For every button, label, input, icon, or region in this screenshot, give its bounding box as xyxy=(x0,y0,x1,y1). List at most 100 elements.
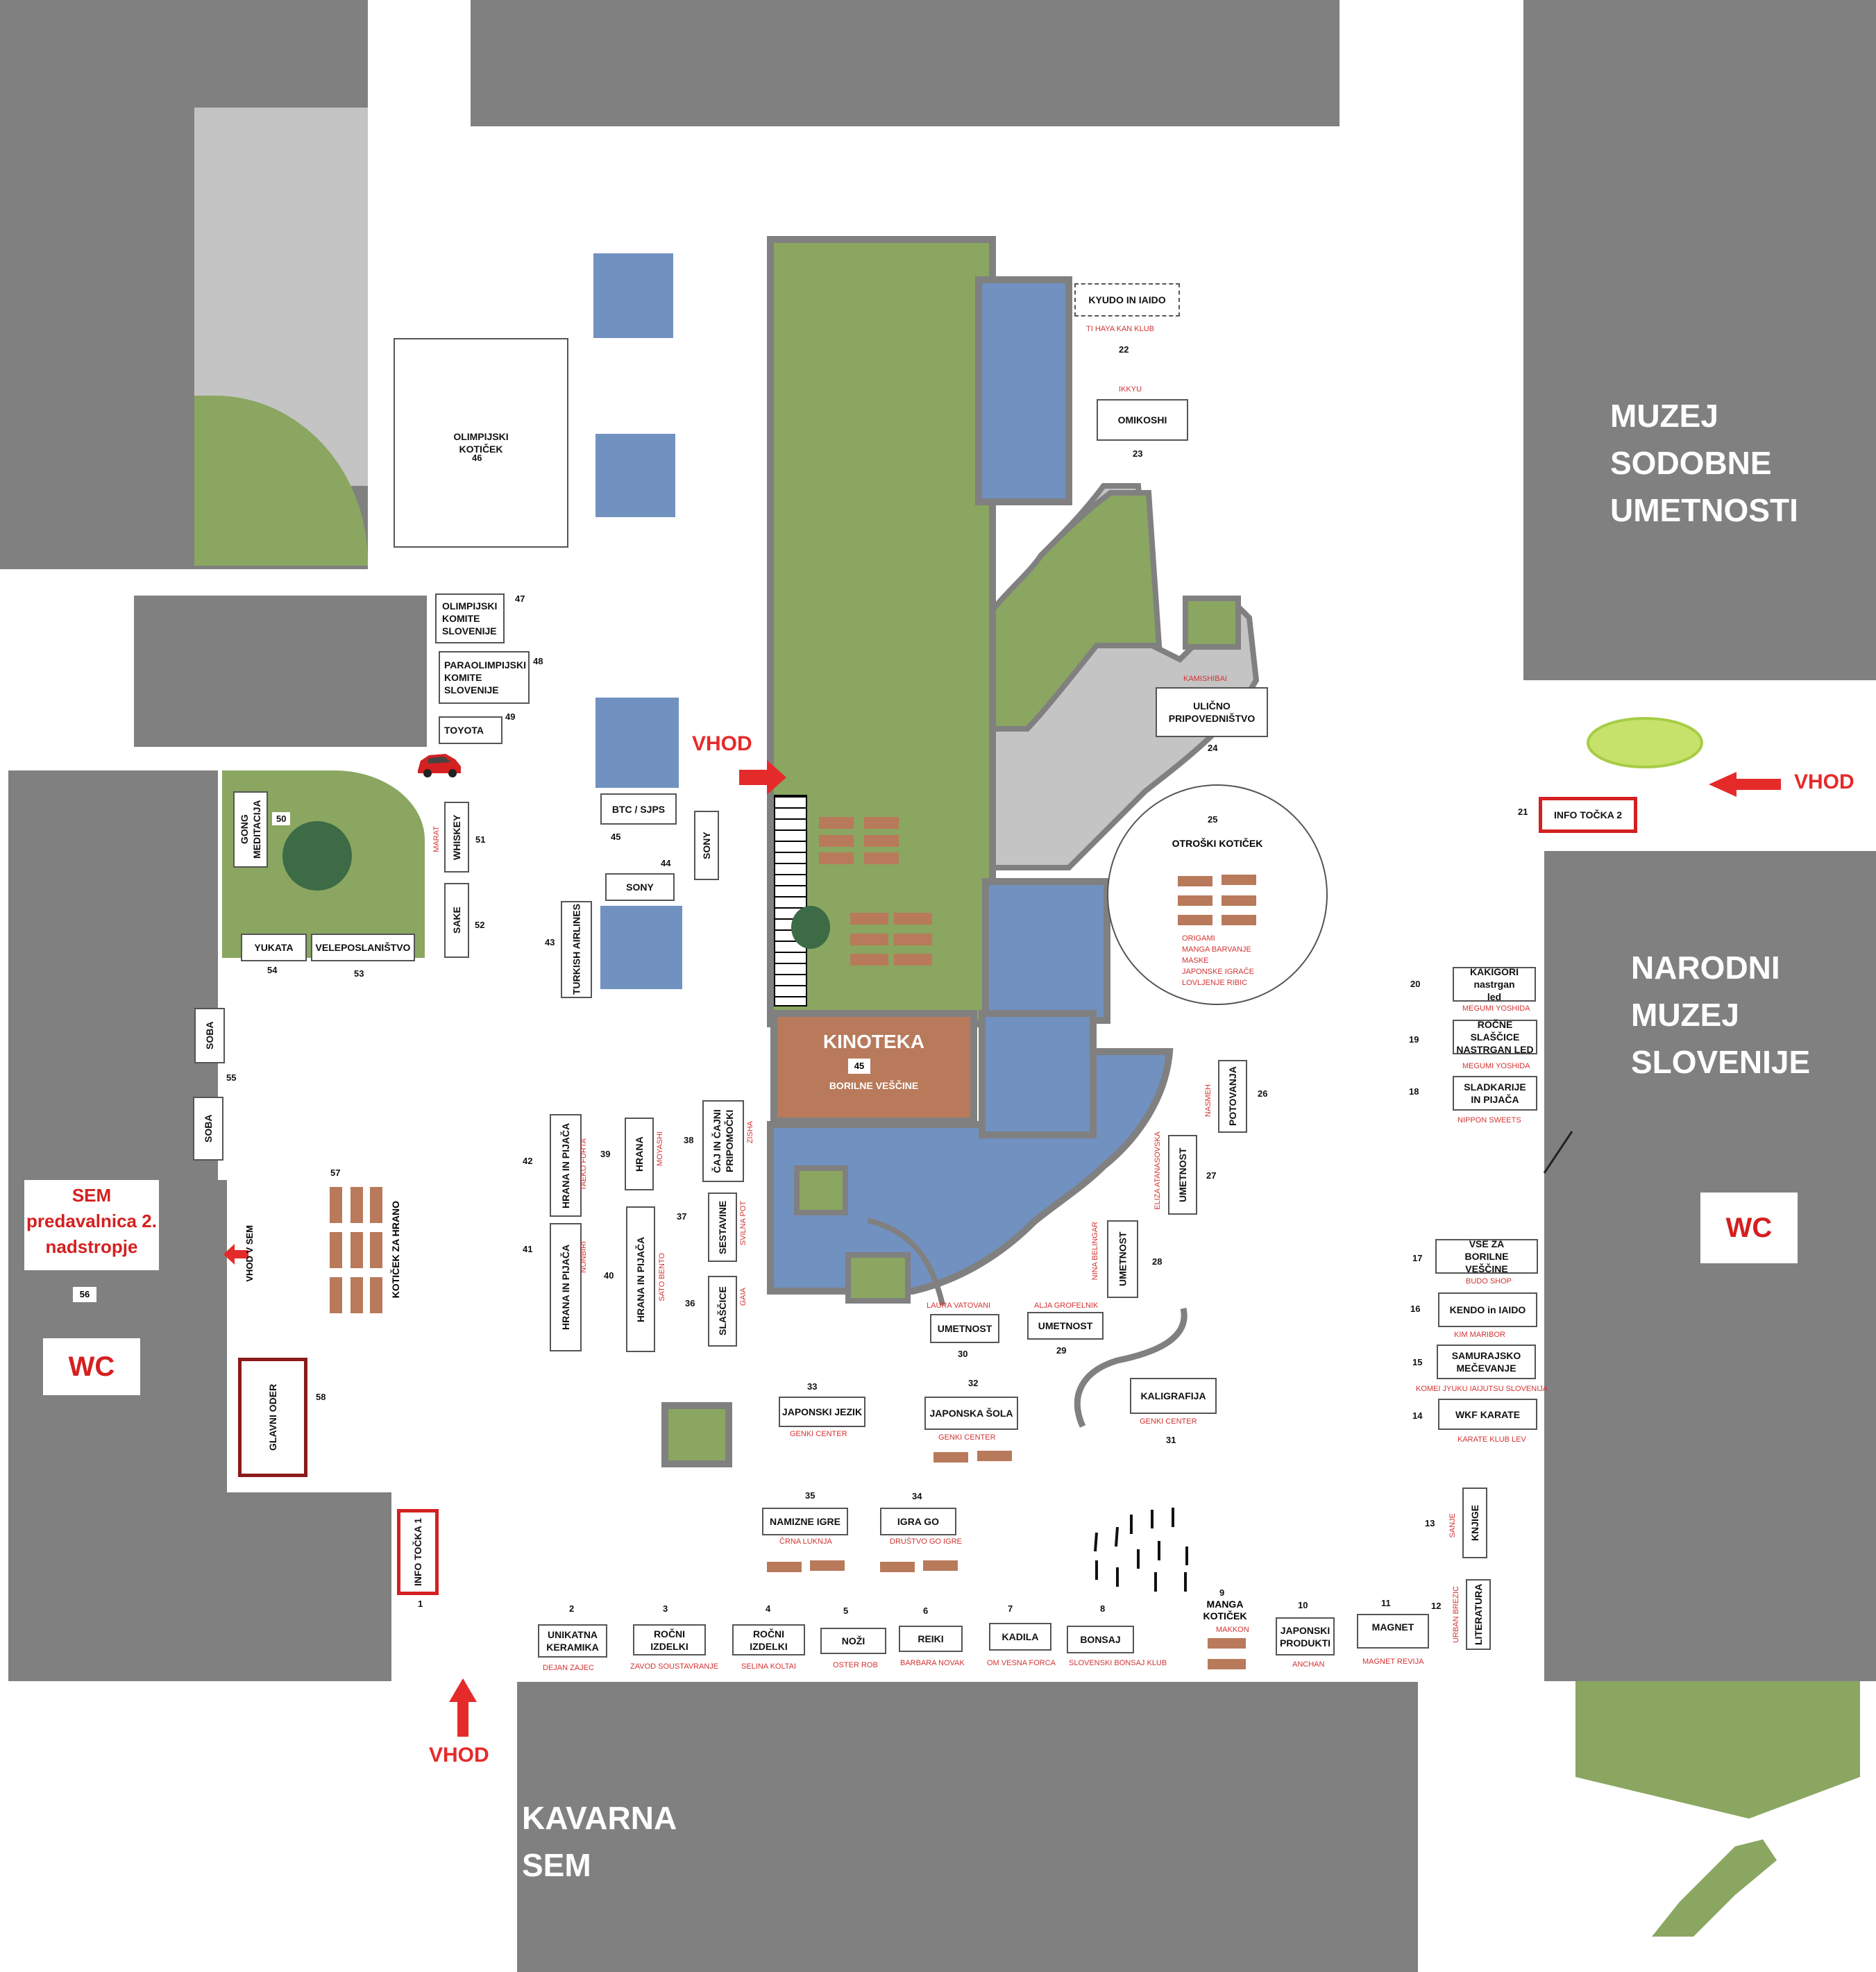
bench xyxy=(767,1562,802,1572)
bench xyxy=(1222,915,1256,925)
stand-19-sponsor: MEGUMI YOSHIDA xyxy=(1462,1062,1530,1070)
info-point-1[interactable]: INFO TOČKA 1 xyxy=(397,1509,439,1595)
stand-13-sponsor: SANJE xyxy=(1448,1513,1457,1538)
stand-17-sponsor: BUDO SHOP xyxy=(1466,1277,1512,1286)
stand-34[interactable]: IGRA GO xyxy=(880,1508,956,1535)
stand-38[interactable]: ČAJ IN ČAJNI PRIPOMOČKI xyxy=(702,1100,744,1182)
stand-29-number: 29 xyxy=(1056,1345,1067,1356)
stand-29[interactable]: UMETNOST xyxy=(1027,1312,1104,1340)
bench xyxy=(370,1232,382,1268)
stand-19[interactable]: ROČNE SLAŠČICE NASTRGAN LED xyxy=(1453,1019,1537,1055)
stand-41-sponsor: NONBIRI xyxy=(580,1241,588,1273)
stand-17[interactable]: VSE ZA BORILNE VEŠČINE xyxy=(1435,1238,1538,1274)
entrance-label-bottom: VHOD xyxy=(429,1744,489,1767)
stand-32[interactable]: JAPONSKA ŠOLA xyxy=(924,1397,1018,1430)
stand-13[interactable]: KNJIGE xyxy=(1462,1488,1487,1558)
info-point-1-number: 1 xyxy=(418,1599,423,1609)
stand-2[interactable]: UNIKATNA KERAMIKA xyxy=(538,1624,607,1658)
bench xyxy=(330,1232,342,1268)
stand-24[interactable]: ULIČNO PRIPOVEDNIŠTVO xyxy=(1156,687,1268,737)
stand-16-number: 16 xyxy=(1410,1304,1421,1314)
stand-30-sponsor: LAURA VATOVANI xyxy=(927,1301,991,1310)
building-left-sem-bottom xyxy=(8,1492,391,1681)
info-point-2[interactable]: INFO TOČKA 2 xyxy=(1539,797,1637,833)
stand-23-number: 23 xyxy=(1133,448,1143,459)
bench xyxy=(350,1187,363,1223)
stand-40-number: 40 xyxy=(604,1270,614,1281)
stand-33[interactable]: JAPONSKI JEZIK xyxy=(779,1397,865,1427)
stand-10-number: 10 xyxy=(1298,1600,1308,1610)
stand-54[interactable]: YUKATA xyxy=(241,934,307,961)
stand-48[interactable]: PARAOLIMPIJSKI KOMITE SLOVENIJE xyxy=(439,651,530,704)
bench xyxy=(1178,895,1212,906)
stand-3[interactable]: ROČNI IZDELKI xyxy=(633,1624,706,1655)
stand-16[interactable]: KENDO in IAIDO xyxy=(1438,1292,1537,1327)
stand-12[interactable]: LITERATURA xyxy=(1466,1579,1491,1650)
stand-26[interactable]: POTOVANJA xyxy=(1218,1060,1247,1133)
stand-28[interactable]: UMETNOST xyxy=(1107,1220,1138,1298)
stand-14-number: 14 xyxy=(1412,1410,1423,1421)
stand-30[interactable]: UMETNOST xyxy=(930,1314,999,1343)
stand-42[interactable]: HRANA IN PIJAČA xyxy=(550,1114,582,1217)
stand-31[interactable]: KALIGRAFIJA xyxy=(1130,1378,1217,1414)
stand-46[interactable]: OLIMPIJSKI KOTIČEK xyxy=(394,338,568,548)
stand-11-number: 11 xyxy=(1381,1598,1391,1608)
stand-28-number: 28 xyxy=(1152,1256,1163,1267)
stand-7-sponsor: OM VESNA FORCA xyxy=(987,1659,1056,1667)
stand-44-sony-2[interactable]: SONY xyxy=(694,811,719,880)
stand-7[interactable]: KADILA xyxy=(989,1623,1051,1651)
building-msu-label: MUZEJ SODOBNE UMETNOSTI xyxy=(1610,398,1798,528)
stand-49[interactable]: TOYOTA xyxy=(439,716,502,744)
stand-55-soba-1[interactable]: SOBA xyxy=(194,1008,225,1063)
stand-53[interactable]: VELEPOSLANIŠTVO xyxy=(311,934,415,961)
bench xyxy=(894,913,932,925)
stand-47[interactable]: OLIMPIJSKI KOMITE SLOVENIJE xyxy=(435,593,505,643)
stand-14[interactable]: WKF KARATE xyxy=(1438,1399,1537,1430)
stand-15[interactable]: SAMURAJSKO MEČEVANJE xyxy=(1437,1345,1536,1379)
stand-54-number: 54 xyxy=(267,965,278,975)
stand-6-number: 6 xyxy=(923,1606,929,1616)
stand-3-sponsor: ZAVOD SOUSTAVRANJE xyxy=(630,1662,719,1671)
stand-18[interactable]: SLADKARIJE IN PIJAČA xyxy=(1453,1076,1537,1111)
stand-4[interactable]: ROČNI IZDELKI xyxy=(732,1624,805,1655)
stand-3-number: 3 xyxy=(663,1603,668,1614)
stand-39[interactable]: HRANA xyxy=(625,1118,654,1190)
stand-40[interactable]: HRANA IN PIJAČA xyxy=(626,1206,655,1352)
stand-52[interactable]: SAKE xyxy=(444,883,469,958)
bench xyxy=(819,835,854,847)
stand-20[interactable]: KAKIGORI nastrgan led xyxy=(1453,966,1536,1002)
stand-42-sponsor: TAEKO FURTA xyxy=(580,1138,588,1191)
sem-number: 56 xyxy=(73,1287,96,1302)
stand-36[interactable]: SLAŠČICE xyxy=(708,1276,737,1347)
stand-11[interactable]: MAGNET xyxy=(1357,1614,1429,1649)
stand-55-soba-2[interactable]: SOBA xyxy=(193,1097,223,1161)
kinoteka-title: KINOTEKA xyxy=(822,1031,925,1052)
stand-25-childrens-corner[interactable] xyxy=(1107,784,1328,1005)
water-square-4 xyxy=(600,906,682,989)
stand-45-btc[interactable]: BTC / SJPS xyxy=(600,793,677,825)
stand-27[interactable]: UMETNOST xyxy=(1168,1135,1197,1215)
stand-57-number: 57 xyxy=(330,1168,341,1178)
stand-2-sponsor: DEJAN ZAJEC xyxy=(543,1664,594,1672)
stand-43[interactable]: TURKISH AIRLINES xyxy=(561,901,592,998)
stand-51[interactable]: WHISKEY xyxy=(444,802,469,873)
stand-22[interactable]: KYUDO IN IAIDO xyxy=(1074,283,1180,317)
stand-35[interactable]: NAMIZNE IGRE xyxy=(762,1508,848,1535)
building-nms-label: NARODNI MUZEJ SLOVENIJE xyxy=(1631,950,1811,1080)
stand-9-number: 9 xyxy=(1219,1587,1225,1598)
stand-8[interactable]: BONSAJ xyxy=(1067,1626,1134,1653)
stand-10[interactable]: JAPONSKI PRODUKTI xyxy=(1276,1617,1335,1655)
stand-37[interactable]: SESTAVINE xyxy=(708,1193,737,1262)
stand-28-sponsor: NINA BELINGAR xyxy=(1091,1222,1099,1281)
stand-50[interactable]: GONG MEDITACIJA xyxy=(233,791,268,868)
stand-27-number: 27 xyxy=(1206,1170,1217,1181)
stand-44-sony-1[interactable]: SONY xyxy=(605,873,675,901)
stand-41[interactable]: HRANA IN PIJAČA xyxy=(550,1223,582,1351)
stand-5[interactable]: NOŽI xyxy=(820,1628,886,1654)
bench xyxy=(894,934,932,945)
stand-22-number: 22 xyxy=(1119,344,1129,355)
stand-58-main-stage[interactable]: GLAVNI ODER xyxy=(238,1358,307,1477)
stand-6[interactable]: REIKI xyxy=(899,1626,963,1652)
stand-23[interactable]: OMIKOSHI xyxy=(1097,399,1188,441)
stand-24-number: 24 xyxy=(1208,743,1218,753)
